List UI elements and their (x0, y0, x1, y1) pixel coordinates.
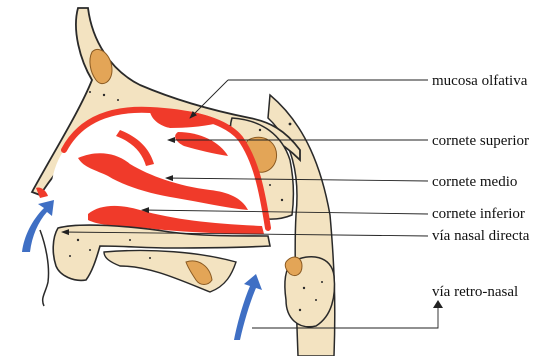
leader-arrowhead-icon (433, 300, 443, 308)
label-inferior-turbinate: cornete inferior (432, 206, 525, 222)
palate-ridge (104, 250, 236, 292)
label-retronasal-route: vía retro-nasal (432, 284, 518, 300)
label-middle-turbinate: cornete medio (432, 174, 517, 190)
leader-retronasal-route (252, 306, 438, 328)
label-superior-turbinate: cornete superior (432, 133, 529, 149)
retronasal-airflow-arrow-icon (234, 274, 262, 340)
label-olfactory-mucosa: mucosa olfativa (432, 73, 528, 89)
upper-lip (40, 230, 49, 306)
label-direct-nasal-route: vía nasal directa (432, 228, 530, 244)
airflow-arrow-icon (22, 200, 54, 252)
